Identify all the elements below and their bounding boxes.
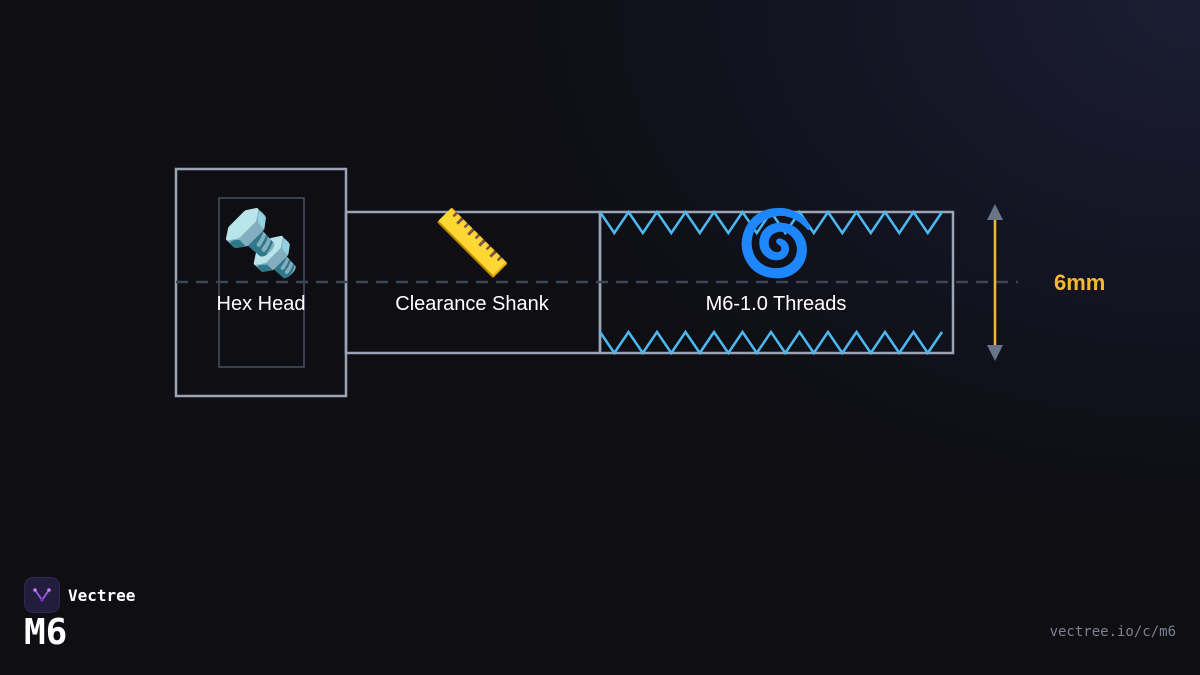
dimension-label: 6mm xyxy=(1054,270,1106,295)
thread-top-zigzag xyxy=(598,209,944,236)
source-url: vectree.io/c/m6 xyxy=(1049,624,1176,640)
threads-label: M6-1.0 Threads xyxy=(705,293,847,315)
page-title: M6 xyxy=(24,612,68,653)
thread-bottom-zigzag xyxy=(598,329,944,356)
spiral-icon: 🌀 xyxy=(736,207,816,281)
dimension-arrowhead-top xyxy=(987,204,1003,220)
vectree-logo-icon xyxy=(24,577,60,613)
nut-and-bolt-icon: 🔩 xyxy=(221,207,301,281)
dimension-arrowhead-bottom xyxy=(987,345,1003,361)
brand-name: Vectree xyxy=(68,585,136,605)
ruler-icon: 📏 xyxy=(432,207,512,281)
hex-head-label: Hex Head xyxy=(216,293,306,315)
brand: Vectree xyxy=(24,577,135,613)
clearance-shank-label: Clearance Shank xyxy=(395,293,549,315)
